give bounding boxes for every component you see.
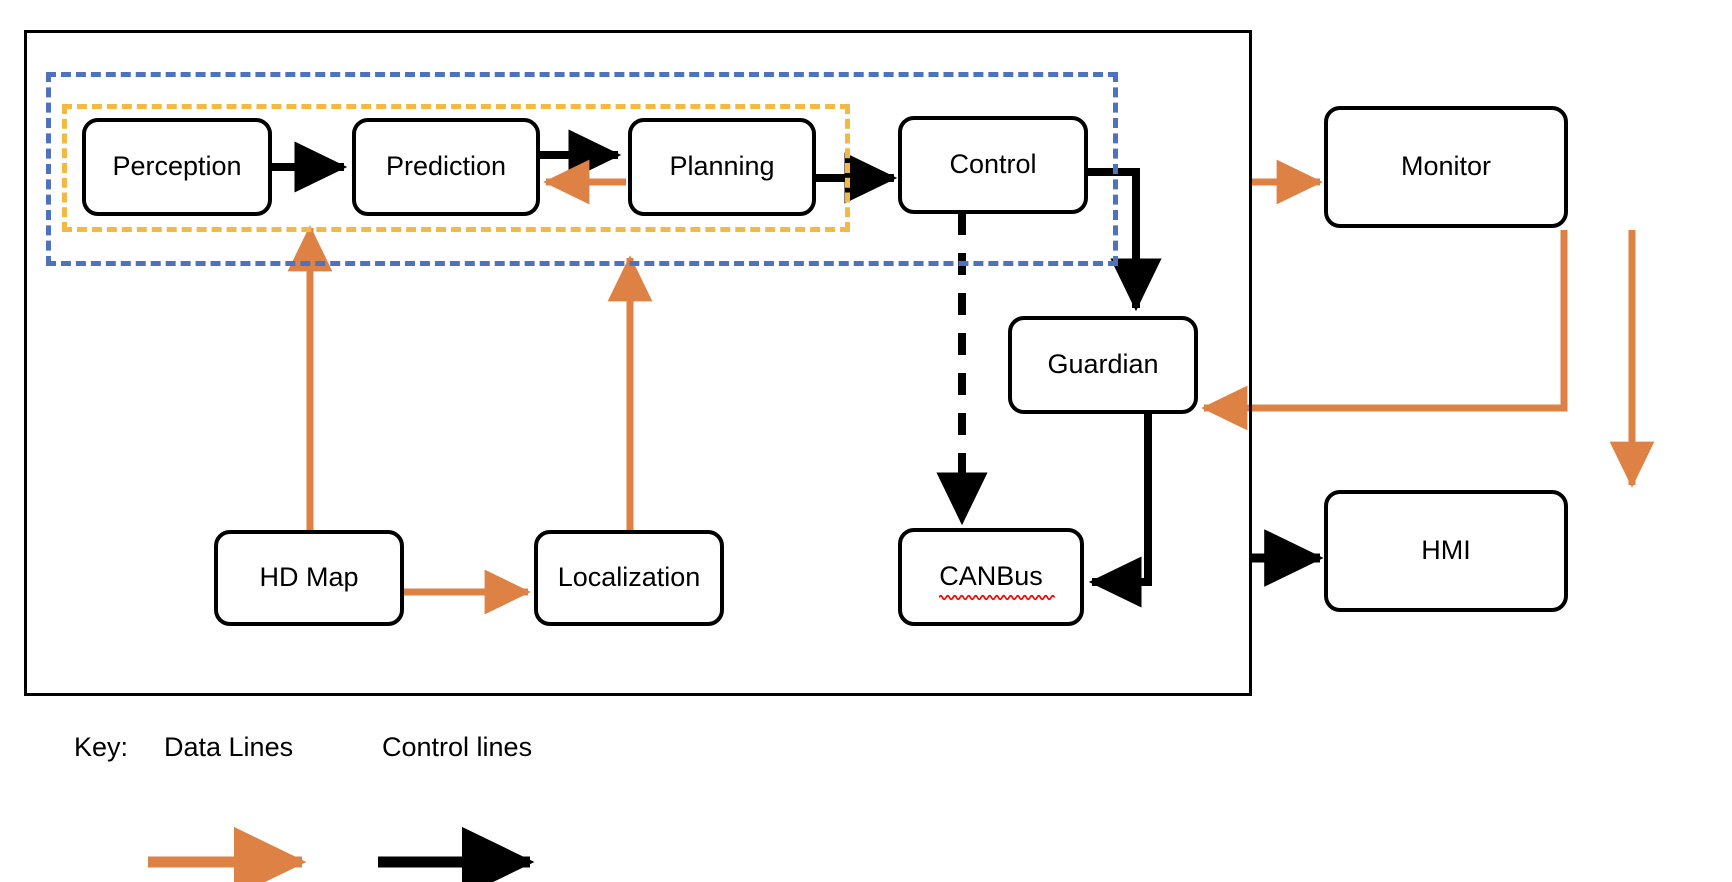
- legend-item-label-control-lines: Control lines: [382, 732, 533, 762]
- node-label-monitor: Monitor: [1400, 151, 1492, 182]
- legend-key-label: Key:: [74, 732, 129, 762]
- node-label-planning: Planning: [669, 151, 775, 182]
- node-label-control: Control: [949, 149, 1037, 180]
- node-label-canbus-text: CANBus: [939, 561, 1043, 592]
- node-hd-map[interactable]: HD Map: [214, 530, 404, 626]
- node-label-localization: Localization: [557, 562, 701, 593]
- node-label-hd-map: HD Map: [259, 562, 359, 593]
- legend-item-label-data-lines: Data Lines: [164, 732, 294, 762]
- node-label-prediction: Prediction: [385, 151, 507, 182]
- node-control[interactable]: Control: [898, 116, 1088, 214]
- node-label-guardian: Guardian: [1047, 349, 1159, 380]
- node-perception[interactable]: Perception: [82, 118, 272, 216]
- node-label-hmi: HMI: [1421, 535, 1471, 566]
- node-localization[interactable]: Localization: [534, 530, 724, 626]
- node-guardian[interactable]: Guardian: [1008, 316, 1198, 414]
- node-prediction[interactable]: Prediction: [352, 118, 540, 216]
- spellcheck-underline-icon: [939, 594, 1056, 600]
- node-label-canbus: CANBus: [939, 561, 1056, 600]
- node-monitor[interactable]: Monitor: [1324, 106, 1568, 228]
- node-label-perception: Perception: [112, 151, 242, 182]
- node-hmi[interactable]: HMI: [1324, 490, 1568, 612]
- node-canbus[interactable]: CANBus: [898, 528, 1084, 626]
- node-planning[interactable]: Planning: [628, 118, 816, 216]
